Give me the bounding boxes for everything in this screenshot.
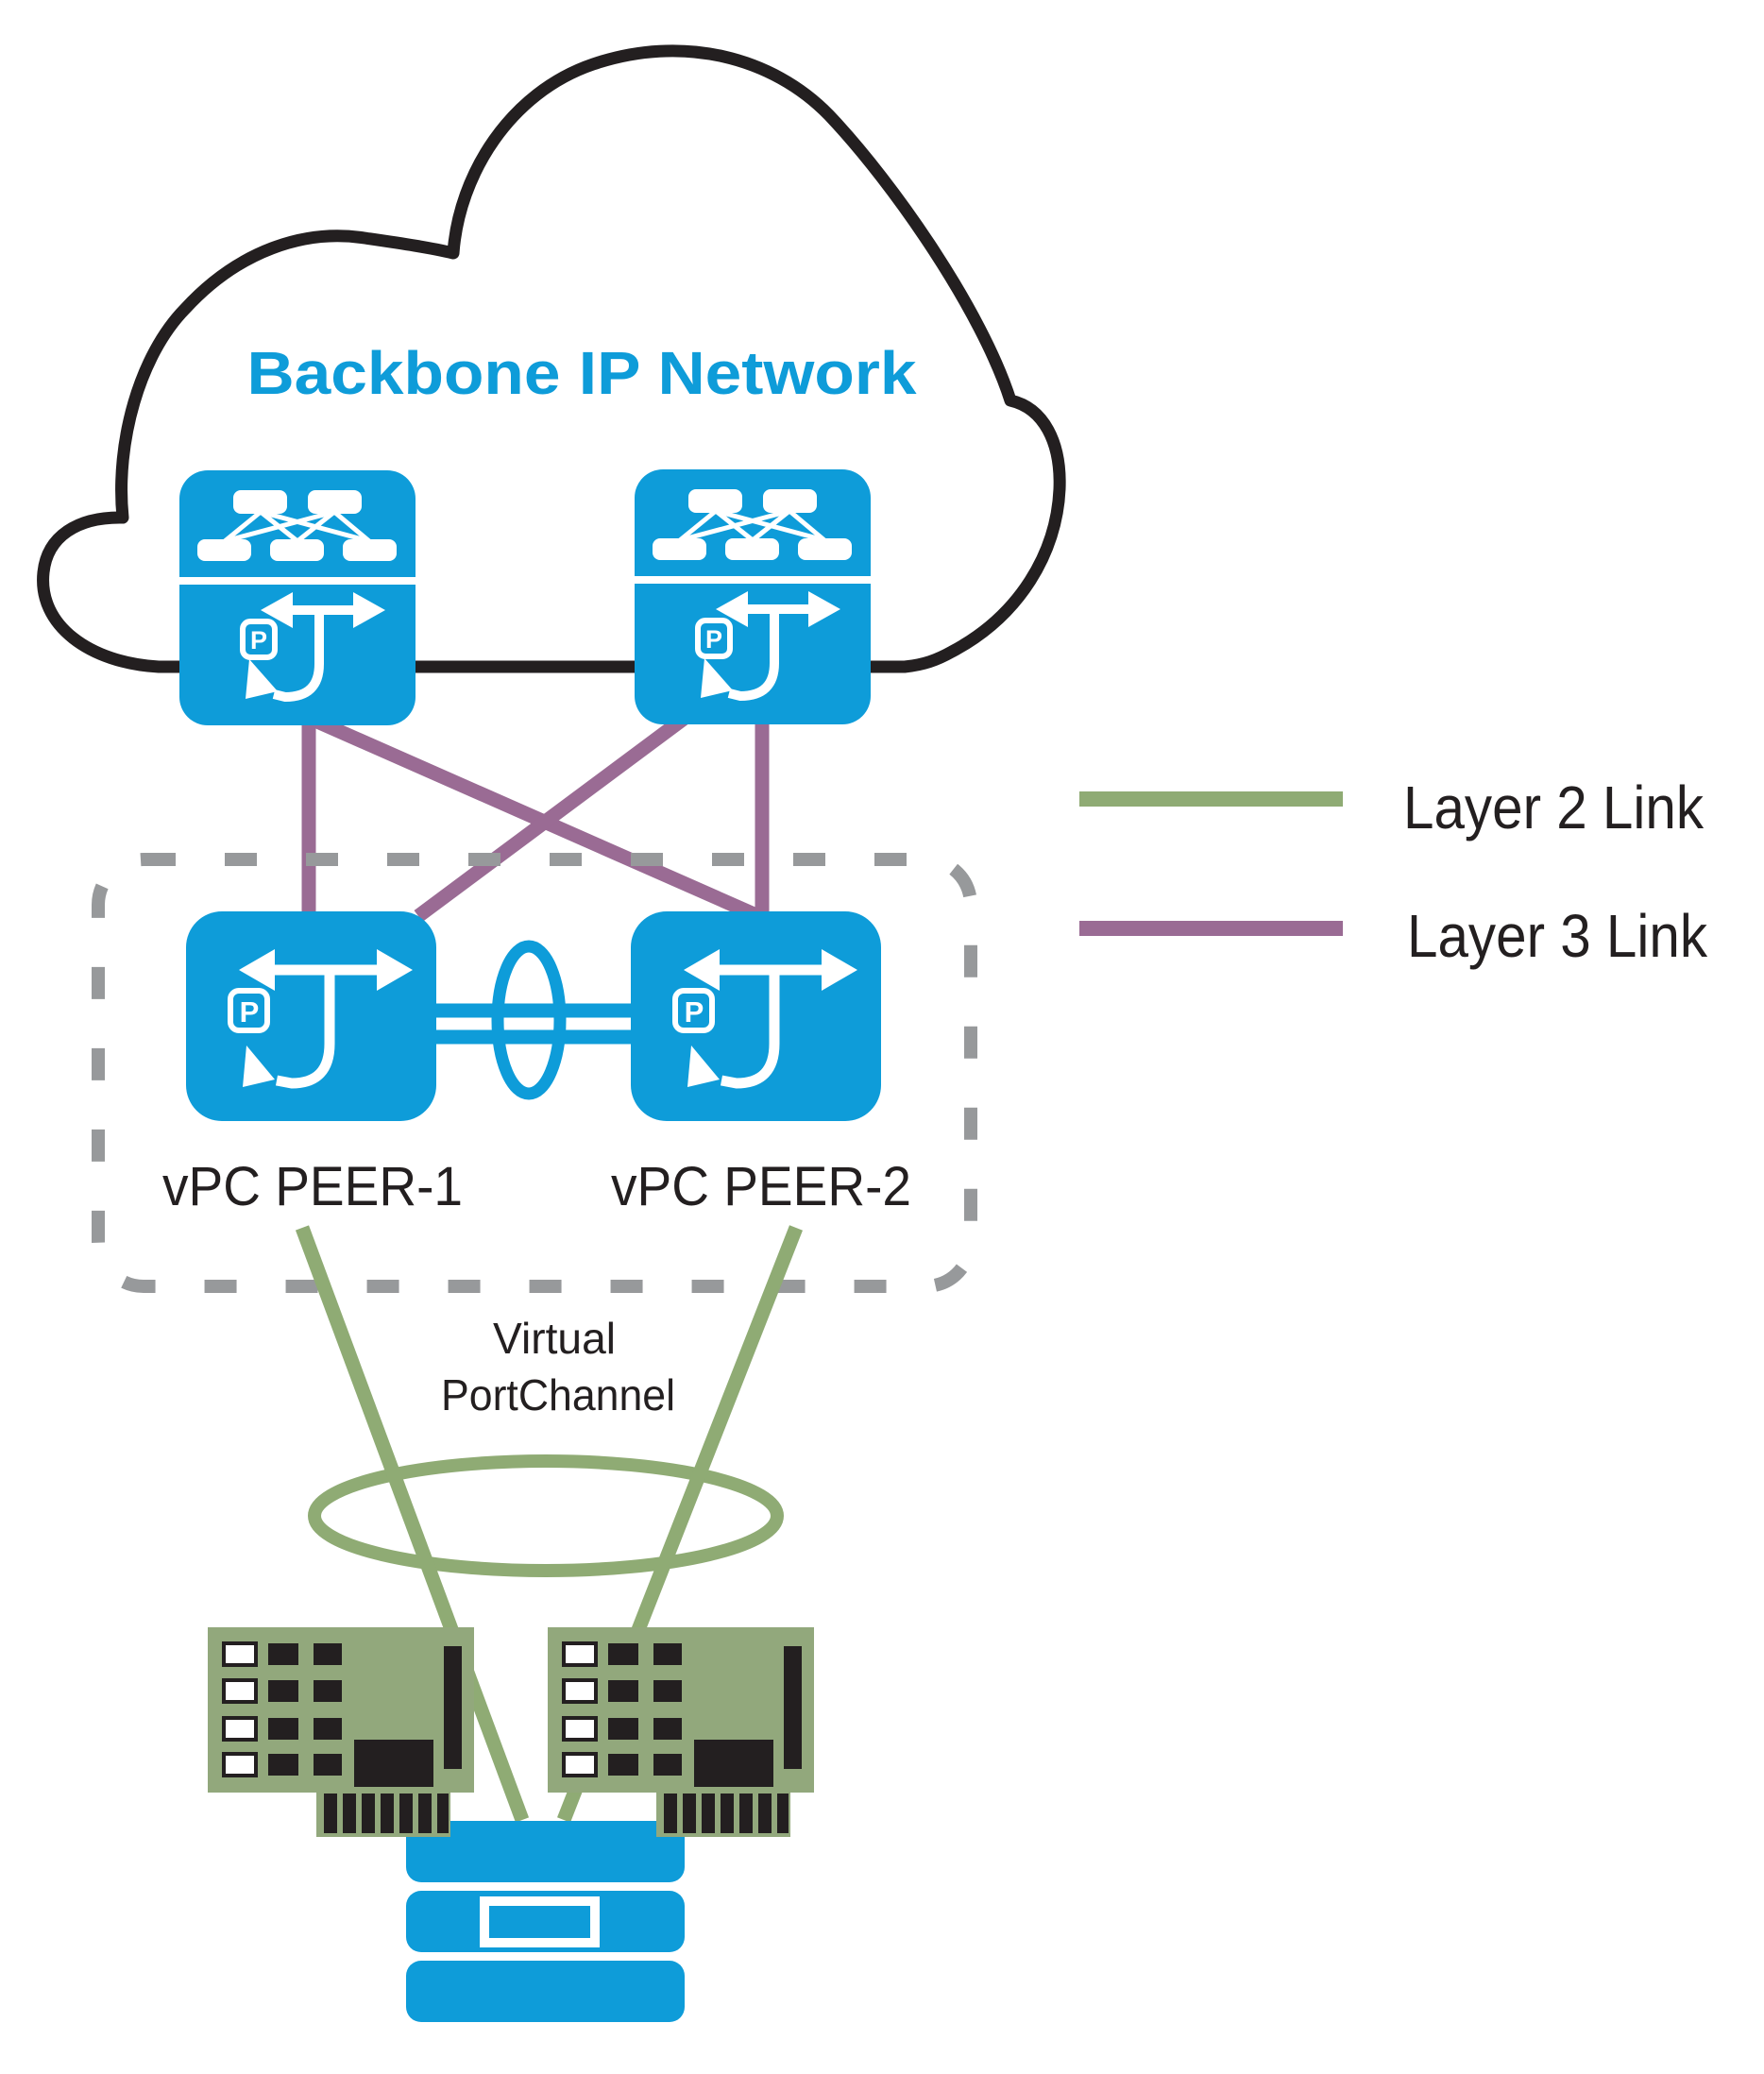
backbone-router-icon-1: P bbox=[179, 470, 416, 725]
p-badge-letter: P bbox=[240, 995, 260, 1028]
virtual-portchannel-label-line1: Virtual bbox=[493, 1314, 616, 1363]
peer-link-portchannel-ellipse bbox=[491, 940, 567, 1100]
vpc-peer1-icon: P bbox=[186, 911, 436, 1121]
nic-chips bbox=[608, 1643, 802, 1787]
router-arrows-glyph: P bbox=[240, 592, 385, 703]
backbone-router-icon-2: P bbox=[635, 469, 871, 724]
cloud-label: Backbone IP Network bbox=[247, 339, 917, 407]
router-arrows-glyph: P bbox=[672, 949, 857, 1089]
nic-card-left bbox=[208, 1627, 474, 1837]
legend: Layer 2 Link Layer 3 Link bbox=[1079, 774, 1708, 970]
fabric-glyph bbox=[197, 490, 397, 561]
router-arrows-glyph: P bbox=[695, 591, 840, 702]
nic-bracket-bar bbox=[784, 1646, 802, 1769]
layer3-link-cross-right-to-left bbox=[414, 709, 692, 923]
virtual-portchannel-ellipse bbox=[308, 1454, 784, 1577]
vpc-peer2-icon: P bbox=[631, 911, 881, 1121]
p-badge bbox=[228, 988, 270, 1033]
vpc-peer2-label: vPC PEER-2 bbox=[611, 1156, 911, 1217]
nic-main-chip bbox=[694, 1740, 773, 1787]
p-badge bbox=[695, 618, 733, 659]
p-badge bbox=[672, 988, 715, 1033]
p-badge-letter: P bbox=[685, 995, 704, 1028]
icon-divider bbox=[179, 577, 416, 585]
virtual-portchannel-label-line2: PortChannel bbox=[441, 1370, 675, 1420]
server-stack bbox=[406, 1821, 685, 2022]
nic-ports bbox=[222, 1641, 258, 1777]
nic-connector-pins bbox=[324, 1794, 449, 1833]
legend-layer3-label: Layer 3 Link bbox=[1407, 902, 1708, 970]
server-front-slot bbox=[480, 1896, 600, 1947]
layer3-links bbox=[301, 709, 770, 923]
nic-card-right bbox=[548, 1627, 814, 1837]
fabric-glyph bbox=[653, 489, 852, 560]
layer3-link-cross-left-to-right bbox=[305, 711, 762, 923]
peer-link bbox=[433, 940, 633, 1100]
nic-bracket-bar bbox=[444, 1646, 462, 1769]
server-unit-top bbox=[406, 1821, 685, 1882]
server-unit-bottom bbox=[406, 1961, 685, 2022]
layer2-link-left bbox=[295, 1225, 530, 1823]
router-arrows-glyph: P bbox=[228, 949, 413, 1089]
p-badge-letter: P bbox=[705, 625, 722, 654]
vpc-peer1-label: vPC PEER-1 bbox=[162, 1156, 463, 1217]
server-unit-middle bbox=[406, 1891, 685, 1952]
p-badge bbox=[240, 619, 278, 660]
icon-divider bbox=[635, 576, 871, 584]
vpc-domain-dashed-box bbox=[92, 853, 977, 1293]
p-badge-letter: P bbox=[250, 626, 267, 654]
legend-layer2-label: Layer 2 Link bbox=[1403, 774, 1705, 842]
nic-main-chip bbox=[354, 1740, 433, 1787]
nic-connector-pins bbox=[664, 1794, 789, 1833]
nic-chips bbox=[268, 1643, 462, 1787]
nic-ports bbox=[562, 1641, 598, 1777]
